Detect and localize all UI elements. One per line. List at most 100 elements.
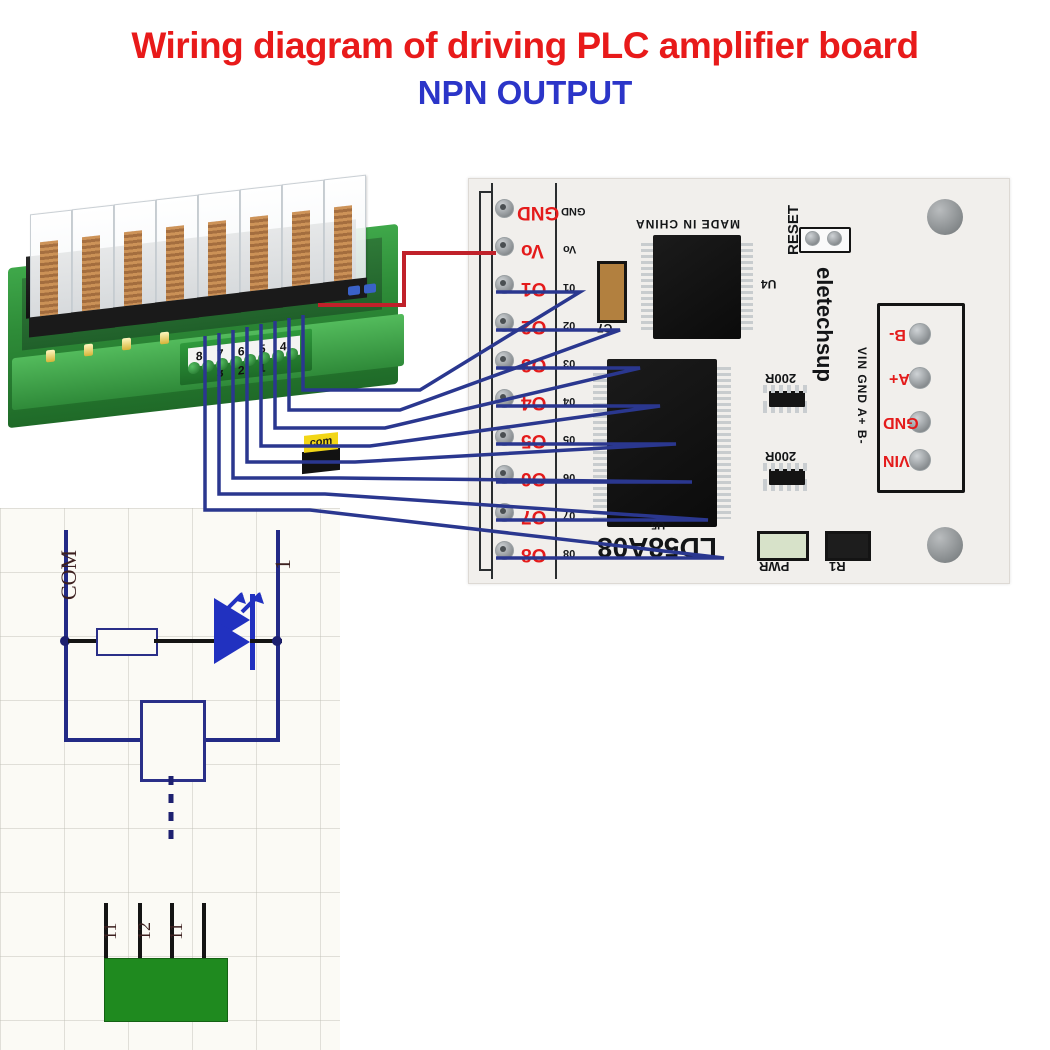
pad-o6[interactable] — [495, 465, 514, 484]
pin-label-o2: O2 — [521, 316, 547, 337]
pad-o3[interactable] — [495, 351, 514, 370]
silk-o2: 02 — [563, 319, 576, 331]
silk-r1: R1 — [829, 559, 846, 574]
connector-pin-label-11a: 11 — [100, 922, 120, 940]
status-led — [122, 337, 131, 351]
relay-coil-symbol — [140, 700, 206, 782]
title-block: Wiring diagram of driving PLC amplifier … — [0, 25, 1050, 111]
pad-o5[interactable] — [495, 427, 514, 446]
chip-legs — [741, 243, 753, 333]
pad-o8[interactable] — [495, 541, 514, 560]
chip-legs — [717, 367, 731, 519]
board-edge-line — [479, 569, 493, 571]
pin-label-vo: Vo — [521, 240, 544, 261]
resistor-symbol — [96, 628, 158, 656]
mechanical-link-icon — [168, 776, 174, 846]
connector-pin-label-11b: 11 — [166, 922, 186, 940]
input-label: 1 — [270, 559, 295, 570]
page-title: Wiring diagram of driving PLC amplifier … — [131, 25, 919, 66]
pin-label-o1: O1 — [521, 278, 547, 299]
reset-pad-1[interactable] — [805, 231, 820, 246]
pin-label-o8: O8 — [521, 544, 547, 565]
pad-o7[interactable] — [495, 503, 514, 522]
pad-o4[interactable] — [495, 389, 514, 408]
relay-unit — [71, 204, 115, 333]
silk-brand: eletechsup — [812, 267, 837, 382]
connector-pin — [170, 903, 174, 959]
page-subtitle: NPN OUTPUT — [417, 73, 633, 111]
status-led — [160, 331, 169, 345]
pad-o2[interactable] — [495, 313, 514, 332]
pin-label-a-plus: A+ — [889, 370, 910, 387]
silk-200r-2: 200R — [765, 449, 797, 464]
resistor-r1 — [825, 531, 871, 561]
pin-label-o4: O4 — [521, 392, 547, 413]
relay-unit — [239, 184, 283, 313]
pad-vin[interactable] — [909, 449, 931, 471]
relay-unit — [113, 199, 157, 328]
wire-segment — [250, 639, 282, 643]
resistor-array-1 — [769, 391, 805, 407]
pin-label-gnd: GND — [517, 202, 560, 223]
silk-o1: 01 — [563, 281, 576, 293]
power-connector[interactable] — [877, 303, 965, 493]
silk-u4: U4 — [761, 277, 777, 291]
capacitor — [364, 283, 376, 294]
com-label: COM — [56, 549, 81, 600]
chip-u5 — [607, 359, 717, 527]
pad-vo[interactable] — [495, 237, 514, 256]
silk-vo: Vo — [563, 243, 577, 255]
board-edge-line — [479, 191, 481, 571]
green-connector-body — [104, 958, 228, 1022]
power-led — [757, 531, 809, 561]
board-edge-line — [491, 183, 493, 579]
resistor-array-2 — [769, 469, 805, 485]
chip-legs — [641, 243, 653, 333]
silk-model-ld58a08: LD58A08 — [597, 532, 717, 563]
silk-power-pins: VIN GND A+ B- — [855, 347, 869, 445]
pad-a-plus[interactable] — [909, 367, 931, 389]
pad-gnd[interactable] — [495, 199, 514, 218]
mounting-hole — [927, 527, 963, 563]
plc-amplifier-board: GND Vo O1 O2 O3 O4 O5 O6 O7 O8 GND Vo 01… — [468, 178, 1010, 584]
pin-label-o6: O6 — [521, 468, 547, 489]
connector-pin-label-12: 12 — [134, 922, 154, 940]
silk-o6: 06 — [563, 471, 576, 483]
connector-pin — [202, 903, 206, 959]
relay-unit — [155, 194, 199, 323]
relay-unit — [29, 209, 73, 338]
relay-schematic-panel: COM 1 11 1I 12 11 12 11 — [0, 508, 340, 1050]
resistor-legs — [763, 385, 811, 393]
pin-label-b-minus: B- — [889, 326, 906, 343]
com-rail-wire — [64, 530, 68, 740]
pad-b-minus[interactable] — [909, 323, 931, 345]
relay-unit — [197, 189, 241, 318]
pad-o1[interactable] — [495, 275, 514, 294]
silk-o8: 08 — [563, 547, 576, 559]
capacitor-c7 — [597, 261, 627, 323]
junction-node — [272, 636, 282, 646]
silk-pwr: PWR — [759, 559, 790, 574]
silk-200r-1: 200R — [765, 371, 797, 386]
silk-made-in-china: MADE IN CHINA — [635, 217, 740, 231]
silkscreen-divider — [555, 183, 557, 579]
reset-pad-2[interactable] — [827, 231, 842, 246]
connector-pin — [104, 903, 108, 959]
led-icon — [214, 592, 264, 670]
relay-board-photo: 8 7 6 5 4 3 2 1 com — [2, 150, 422, 475]
resistor-legs — [763, 463, 811, 471]
pin-label-o3: O3 — [521, 354, 547, 375]
silk-o4: 04 — [563, 395, 576, 407]
silk-gnd: GND — [561, 205, 586, 217]
silk-reset: RESET — [785, 204, 802, 255]
pad-gnd-power[interactable] — [909, 411, 931, 433]
relay-unit — [281, 179, 325, 308]
silk-o3: 03 — [563, 357, 576, 369]
wire-segment — [154, 639, 214, 643]
silk-o7: 07 — [563, 509, 576, 521]
pin-label-vin: VIN — [883, 452, 910, 469]
pin-label-o7: O7 — [521, 506, 547, 527]
mounting-hole — [927, 199, 963, 235]
board-edge-line — [479, 191, 493, 193]
silk-c7: C7 — [597, 321, 613, 335]
